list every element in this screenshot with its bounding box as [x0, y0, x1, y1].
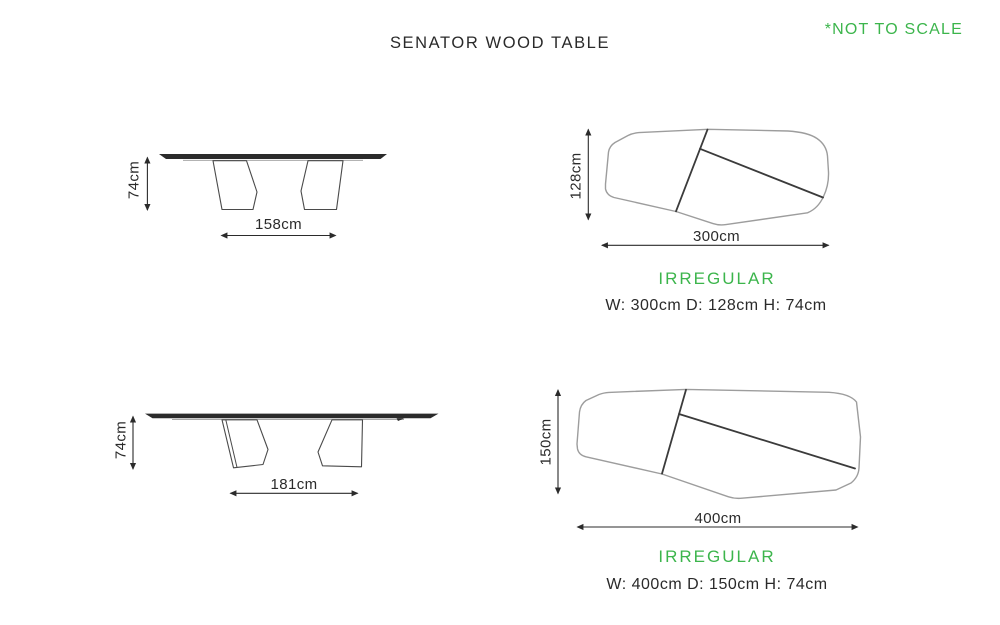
table-leg-right	[317, 419, 364, 468]
width-dim-label-1: 158cm	[254, 215, 303, 233]
table-top-slab	[159, 154, 387, 159]
extension-notch	[396, 418, 405, 421]
top-width-dim-label-2: 400cm	[694, 509, 742, 527]
width-dim-label-2: 181cm	[270, 476, 318, 493]
dimensions-summary-2: W: 400cm D: 150cm H: 74cm	[606, 575, 828, 593]
table-leg-left	[212, 160, 258, 211]
depth-dim-label-1: 128cm	[567, 152, 585, 200]
table-top-slab	[145, 413, 439, 419]
table-leg-left-inner-edge	[225, 419, 238, 468]
tabletop-outline	[576, 388, 862, 500]
top-view-drawing-1	[585, 128, 830, 249]
page-title: SENATOR WOOD TABLE	[389, 34, 611, 52]
shape-type-label-2: IRREGULAR	[658, 547, 776, 566]
depth-dim-label-2: 150cm	[537, 418, 554, 466]
side-view-drawing-1	[144, 154, 387, 239]
height-dim-label-2: 74cm	[112, 420, 129, 460]
height-dim-label-1: 74cm	[125, 160, 143, 200]
seam-line	[675, 128, 709, 213]
not-to-scale-note: *NOT TO SCALE	[824, 21, 963, 38]
shape-type-label-1: IRREGULAR	[658, 269, 776, 288]
dimensions-summary-1: W: 300cm D: 128cm H: 74cm	[605, 297, 827, 314]
table-leg-right	[300, 160, 344, 211]
tabletop-outline	[604, 128, 830, 226]
top-view-drawing-2	[554, 388, 862, 531]
top-width-dim-label-1: 300cm	[692, 228, 741, 245]
table-leg-left	[221, 419, 269, 469]
seam-line	[678, 413, 856, 470]
seam-line	[699, 147, 824, 199]
seam-line	[661, 388, 687, 475]
side-view-drawing-2	[129, 413, 439, 497]
